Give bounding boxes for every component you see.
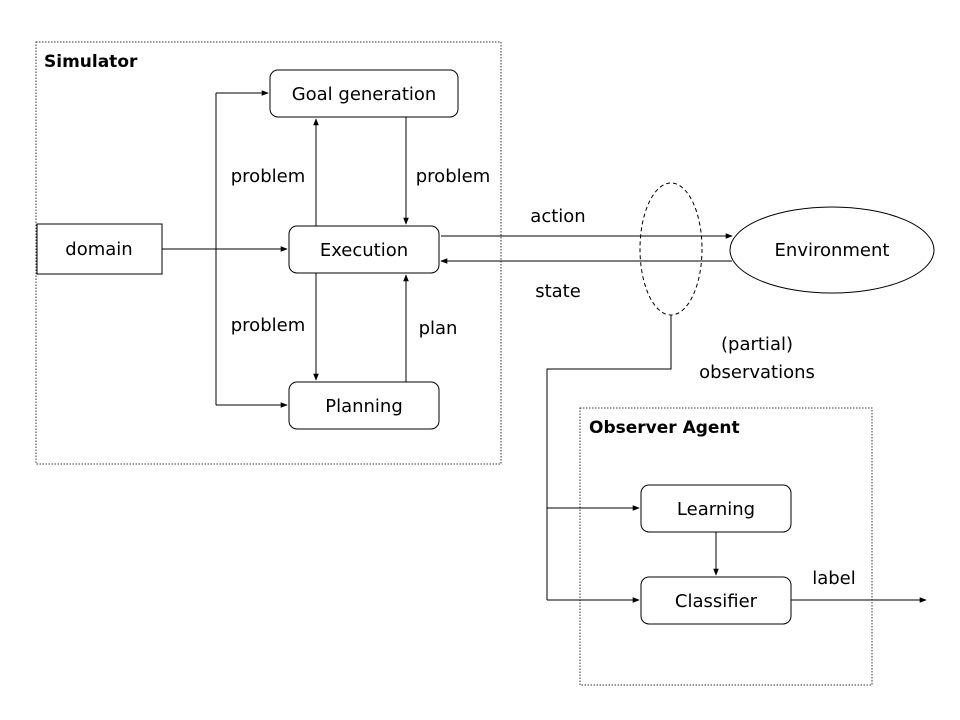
observation-tap-ellipse xyxy=(639,182,703,316)
domain-label: domain xyxy=(65,239,132,260)
state-label: state xyxy=(535,281,581,302)
simulator-title: Simulator xyxy=(44,52,138,72)
exec-to-plan-problem-label: problem xyxy=(231,315,305,336)
execution-node xyxy=(288,225,440,274)
exec-to-goal-problem-label: problem xyxy=(231,166,305,187)
planning-label: Planning xyxy=(325,396,403,417)
observations-line xyxy=(546,315,672,600)
goal-to-exec-problem-label: problem xyxy=(416,166,490,187)
observer-agent-title: Observer Agent xyxy=(589,418,740,438)
classifier-label: Classifier xyxy=(675,591,758,612)
execution-label: Execution xyxy=(320,240,408,261)
goal-generation-label: Goal generation xyxy=(292,84,437,105)
domain-node xyxy=(36,223,163,275)
plan-label: plan xyxy=(419,318,458,339)
observations-label-line2: observations xyxy=(699,362,815,383)
environment-label: Environment xyxy=(775,240,890,261)
planning-node xyxy=(288,381,440,430)
label-output-label: label xyxy=(812,568,856,589)
action-label: action xyxy=(530,206,585,227)
observations-label-line1: (partial) xyxy=(721,334,793,355)
learning-label: Learning xyxy=(677,499,755,520)
observer-agent-frame xyxy=(579,407,873,686)
goal-generation-node xyxy=(269,69,459,118)
environment-node xyxy=(729,206,935,294)
simulator-frame xyxy=(35,41,502,465)
